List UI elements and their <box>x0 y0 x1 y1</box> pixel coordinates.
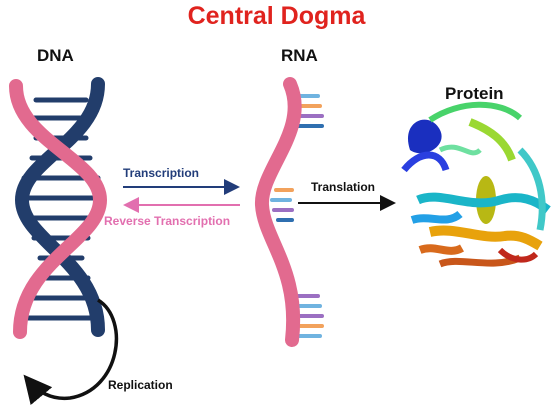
reverse-transcription-label: Reverse Transcription <box>104 214 231 228</box>
dna-label: DNA <box>37 46 74 65</box>
translation-label: Translation <box>311 180 376 194</box>
transcription-label: Transcription <box>123 166 200 180</box>
rna-label: RNA <box>281 46 318 65</box>
dna-strand-pink <box>9 79 108 339</box>
replication-label: Replication <box>108 378 173 392</box>
diagram-title: Central Dogma <box>187 2 366 30</box>
rna-strand-graphic <box>255 77 324 347</box>
protein-label: Protein <box>445 84 504 103</box>
dna-helix-graphic <box>9 77 108 339</box>
protein-structure-image <box>401 101 551 268</box>
replication-arrow <box>23 298 119 406</box>
rna-backbone <box>255 77 302 347</box>
dna-strand-dark <box>14 77 105 337</box>
